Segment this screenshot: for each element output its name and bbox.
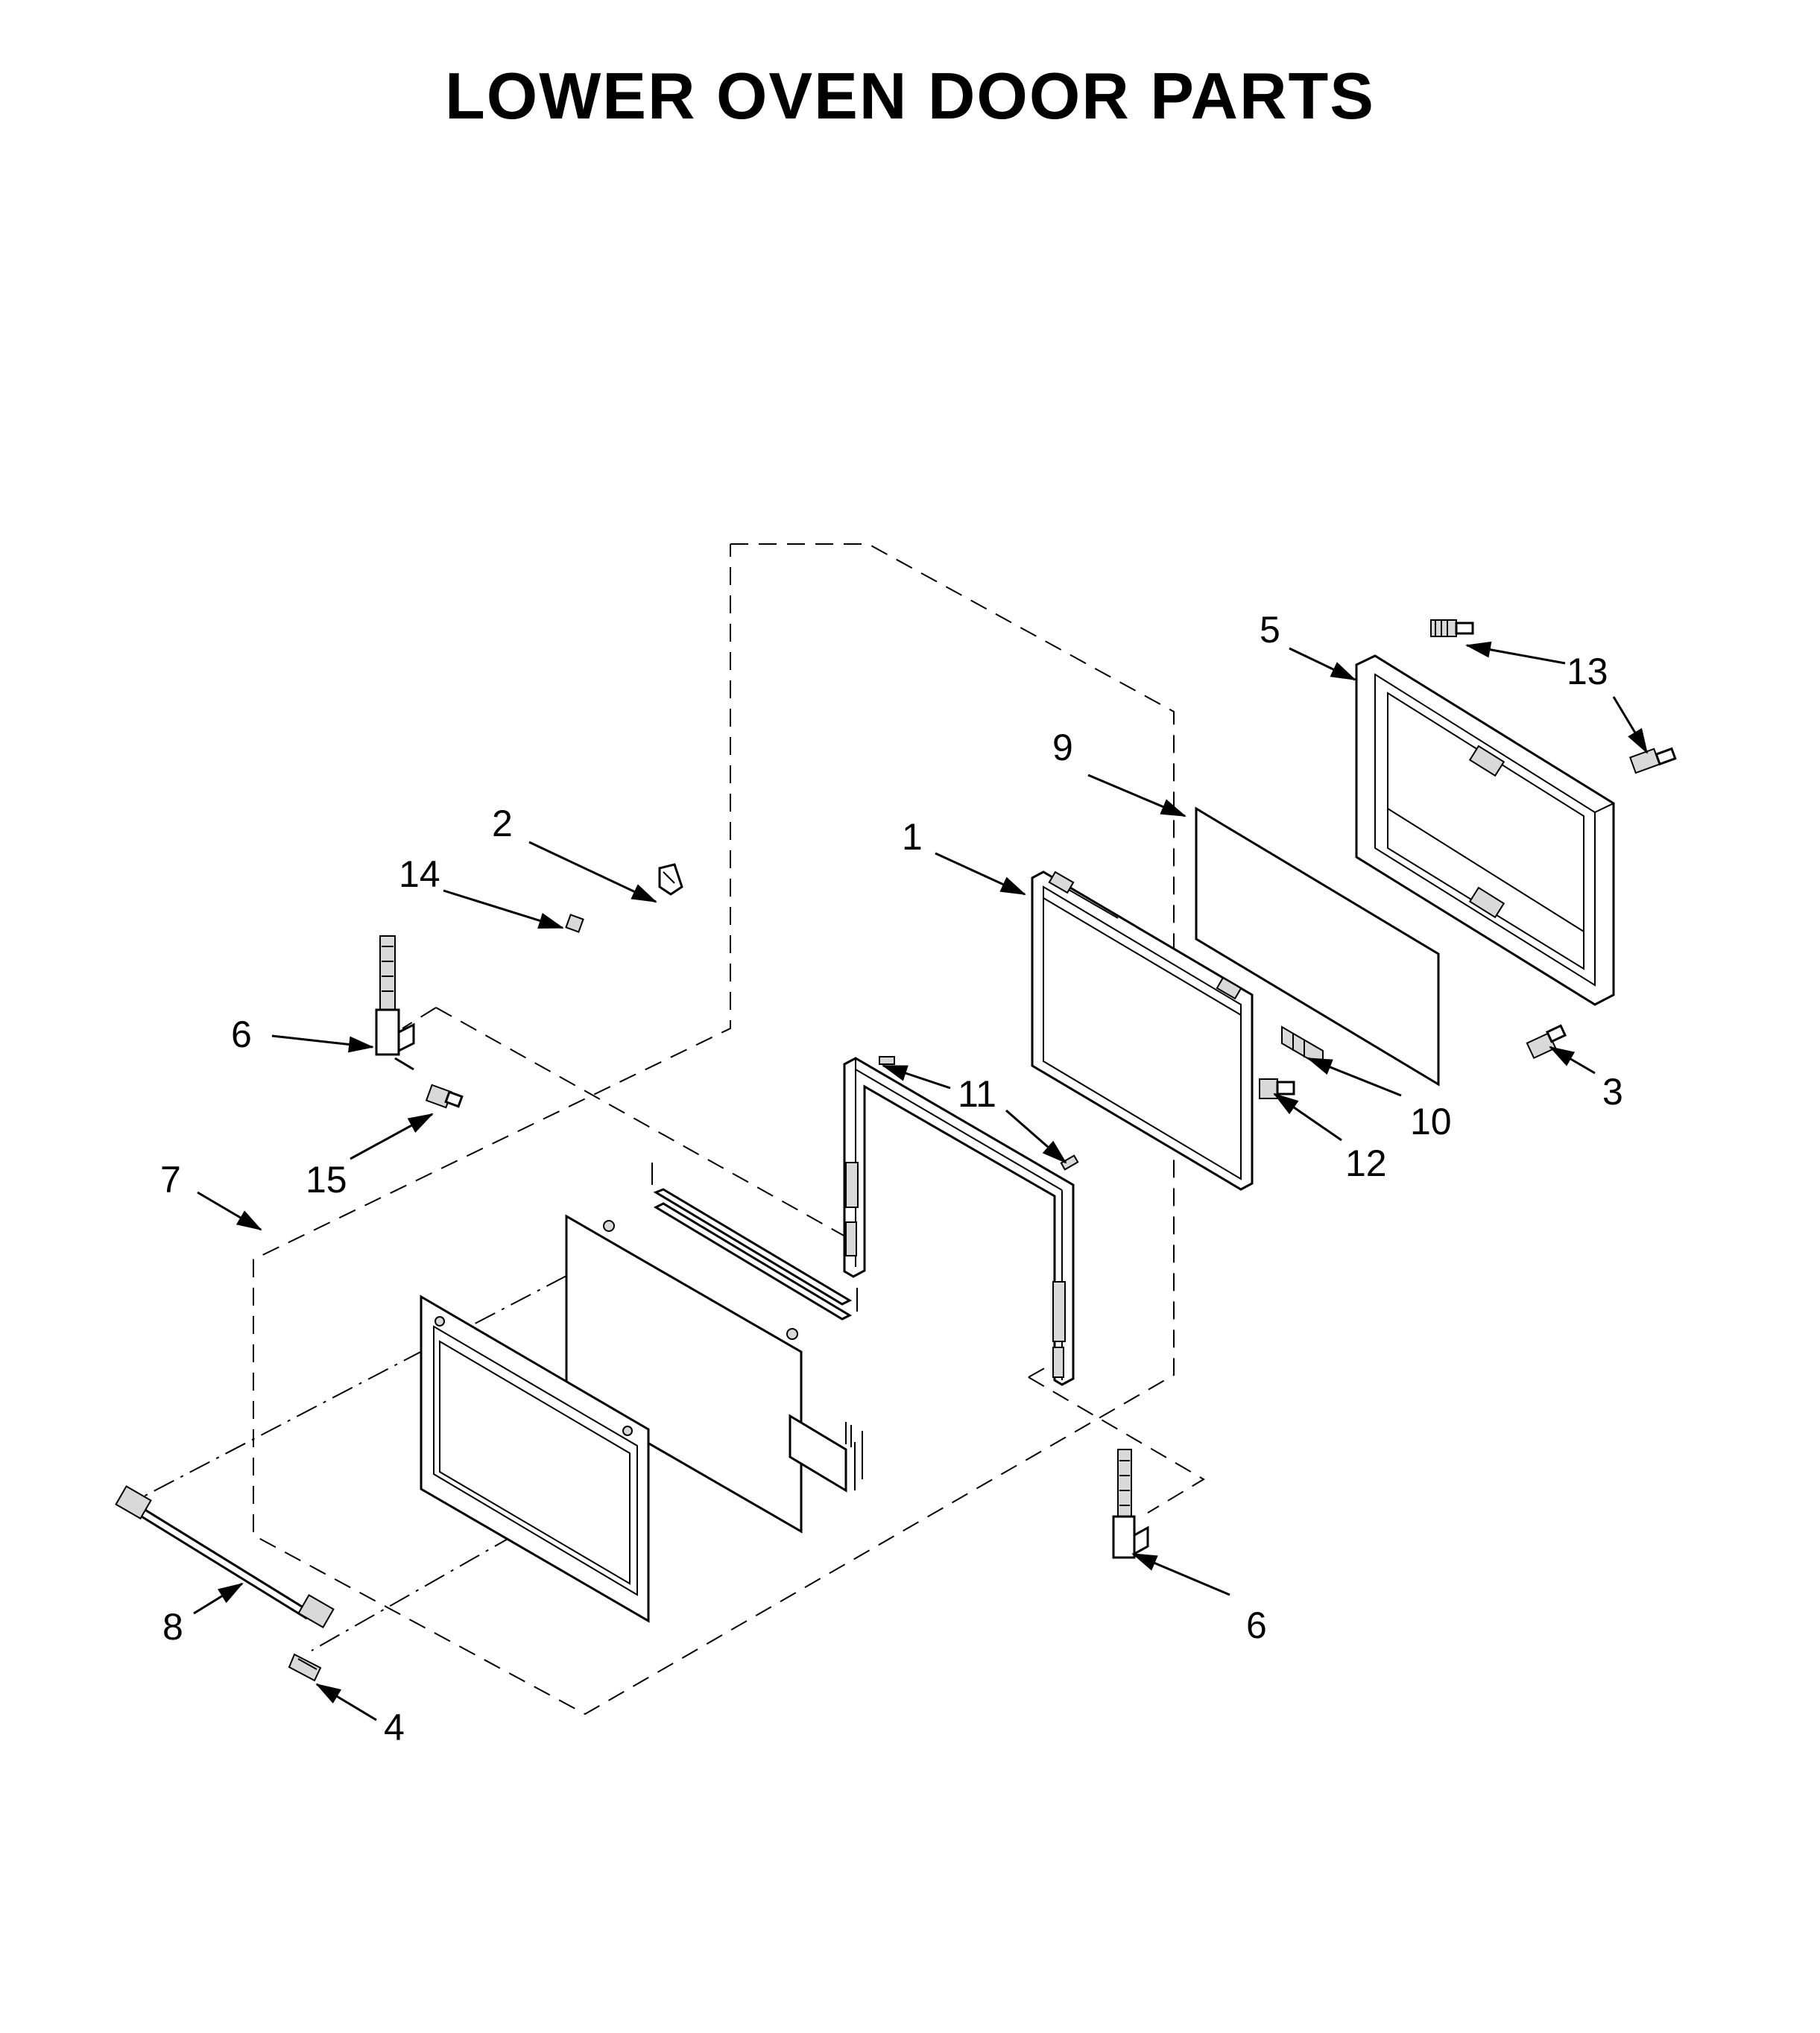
clip-14	[565, 914, 584, 933]
callout-labels: 5 13 9 1 2 14 6 15 7 11 10 12 3 6 8 4	[160, 609, 1623, 1748]
middle-glass-panel	[565, 1214, 847, 1534]
hinge-6-right	[1112, 1449, 1149, 1559]
callout-6-right: 6	[1246, 1604, 1267, 1646]
callout-5: 5	[1260, 609, 1280, 651]
callout-arrows	[193, 641, 1649, 1721]
rear-door-frame-5	[1355, 654, 1615, 1006]
callout-15: 15	[306, 1159, 347, 1201]
callout-9: 9	[1052, 727, 1073, 768]
alignment-lines	[137, 1275, 567, 1651]
callout-13: 13	[1567, 651, 1608, 692]
assembly-outline-7	[253, 543, 1205, 1716]
callout-8: 8	[162, 1606, 183, 1648]
badge-4	[288, 1653, 322, 1682]
callout-3: 3	[1602, 1071, 1623, 1113]
callout-10: 10	[1410, 1101, 1452, 1142]
door-side-frame	[843, 1057, 1075, 1386]
hinge-6-left	[375, 935, 415, 1071]
callout-1: 1	[902, 816, 923, 858]
callout-2: 2	[492, 803, 513, 844]
callout-7: 7	[160, 1159, 181, 1201]
door-handle-8	[115, 1485, 335, 1628]
callout-6-left: 6	[231, 1014, 252, 1055]
screw-13-a	[1430, 619, 1474, 637]
screw-15	[425, 1084, 464, 1109]
callout-11: 11	[958, 1073, 996, 1115]
clip-2	[658, 863, 683, 896]
screw-13-b	[1628, 747, 1677, 774]
screw-3	[1526, 1024, 1567, 1060]
outer-door-panel	[420, 1294, 650, 1623]
callout-14: 14	[399, 853, 440, 895]
screw-12	[1259, 1078, 1295, 1099]
page-title: LOWER OVEN DOOR PARTS	[445, 59, 1375, 133]
inner-door-liner-1	[1031, 870, 1254, 1191]
screw-11-b	[1060, 1154, 1079, 1171]
screw-11-a	[879, 1056, 895, 1065]
glass-panel-9	[1195, 806, 1440, 1087]
insulation-strips	[651, 1163, 863, 1490]
callout-12: 12	[1345, 1142, 1387, 1184]
callout-4: 4	[384, 1707, 405, 1748]
